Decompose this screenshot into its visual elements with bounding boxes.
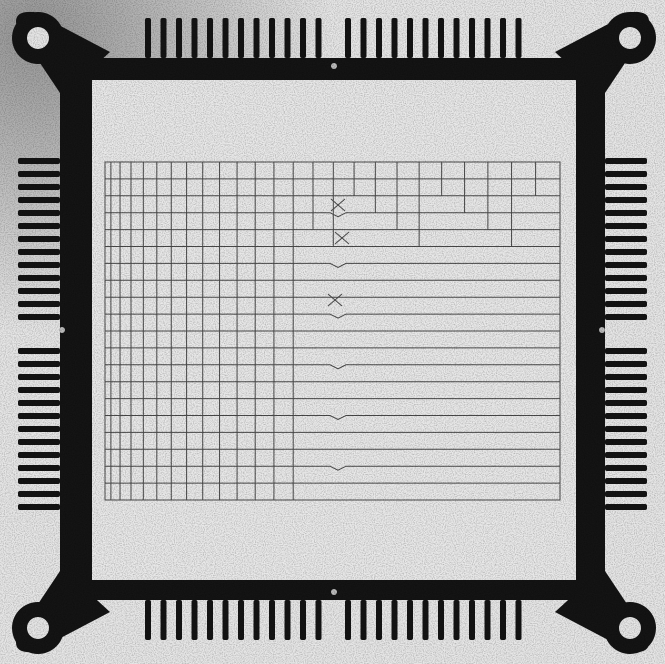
halftone-grain: [0, 0, 665, 664]
lead-frame-photo: [0, 0, 665, 664]
